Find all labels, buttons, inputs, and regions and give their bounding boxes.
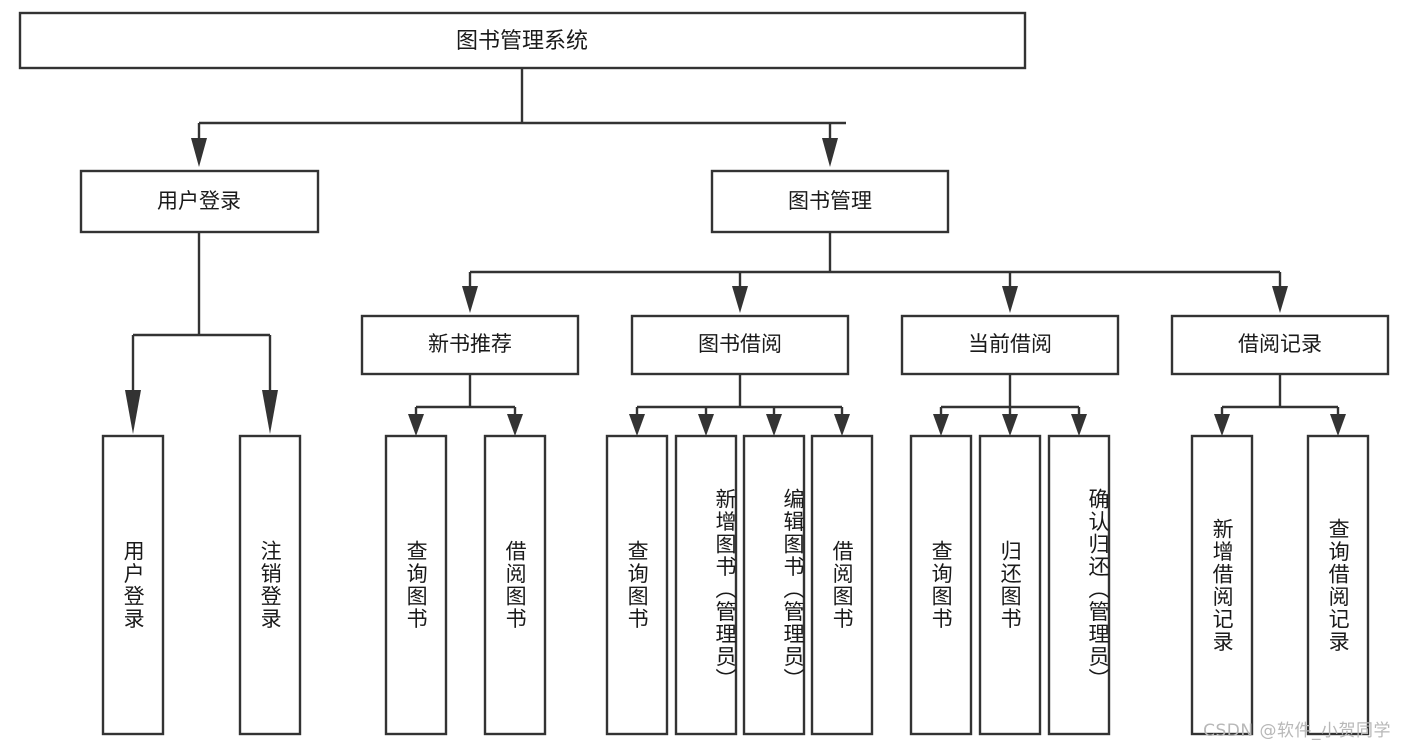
node-current-borrow[interactable]: 当前借阅	[900, 314, 1120, 376]
node-book-borrow-label: 图书借阅	[698, 332, 782, 356]
leaf-book-borrow-1[interactable]	[674, 434, 738, 736]
leaf-borrow-record-0[interactable]	[1190, 434, 1254, 736]
node-new-book-recommend-label: 新书推荐	[428, 332, 512, 356]
leaf-user-login-1[interactable]	[238, 434, 302, 736]
connector-root-to-level2	[191, 68, 846, 167]
node-current-borrow-label: 当前借阅	[968, 332, 1052, 356]
leaf-new-book-0[interactable]	[384, 434, 448, 736]
node-user-login-label: 用户登录	[157, 189, 241, 213]
leaf-current-borrow-2[interactable]	[1047, 434, 1111, 736]
leaf-new-book-1[interactable]	[483, 434, 547, 736]
connector-bookmgmt-to-level3	[462, 232, 1288, 313]
node-root[interactable]: 图书管理系统	[18, 11, 1027, 70]
leaf-book-borrow-0[interactable]	[605, 434, 669, 736]
node-borrow-record-label: 借阅记录	[1238, 332, 1322, 356]
leaf-current-borrow-0[interactable]	[909, 434, 973, 736]
connector-bookborrow-to-leaves	[629, 374, 850, 436]
connector-borrowrecord-to-leaves	[1214, 374, 1346, 436]
node-book-borrow[interactable]: 图书借阅	[630, 314, 850, 376]
node-root-label: 图书管理系统	[456, 29, 588, 54]
node-borrow-record[interactable]: 借阅记录	[1170, 314, 1390, 376]
leaf-borrow-record-1[interactable]	[1306, 434, 1370, 736]
leaf-book-borrow-2[interactable]	[742, 434, 806, 736]
connector-userlogin-to-leaves	[125, 232, 278, 434]
connector-currentborrow-to-leaves	[933, 374, 1087, 436]
node-user-login[interactable]: 用户登录	[79, 169, 320, 234]
node-new-book-recommend[interactable]: 新书推荐	[360, 314, 580, 376]
leaf-book-borrow-3[interactable]	[810, 434, 874, 736]
node-book-management-label: 图书管理	[788, 189, 872, 213]
node-book-management[interactable]: 图书管理	[710, 169, 950, 234]
connector-newbook-to-leaves	[408, 374, 523, 436]
leaf-user-login-0[interactable]	[101, 434, 165, 736]
csdn-watermark: CSDN @软件_小贺同学	[1203, 721, 1391, 741]
leaf-current-borrow-1[interactable]	[978, 434, 1042, 736]
